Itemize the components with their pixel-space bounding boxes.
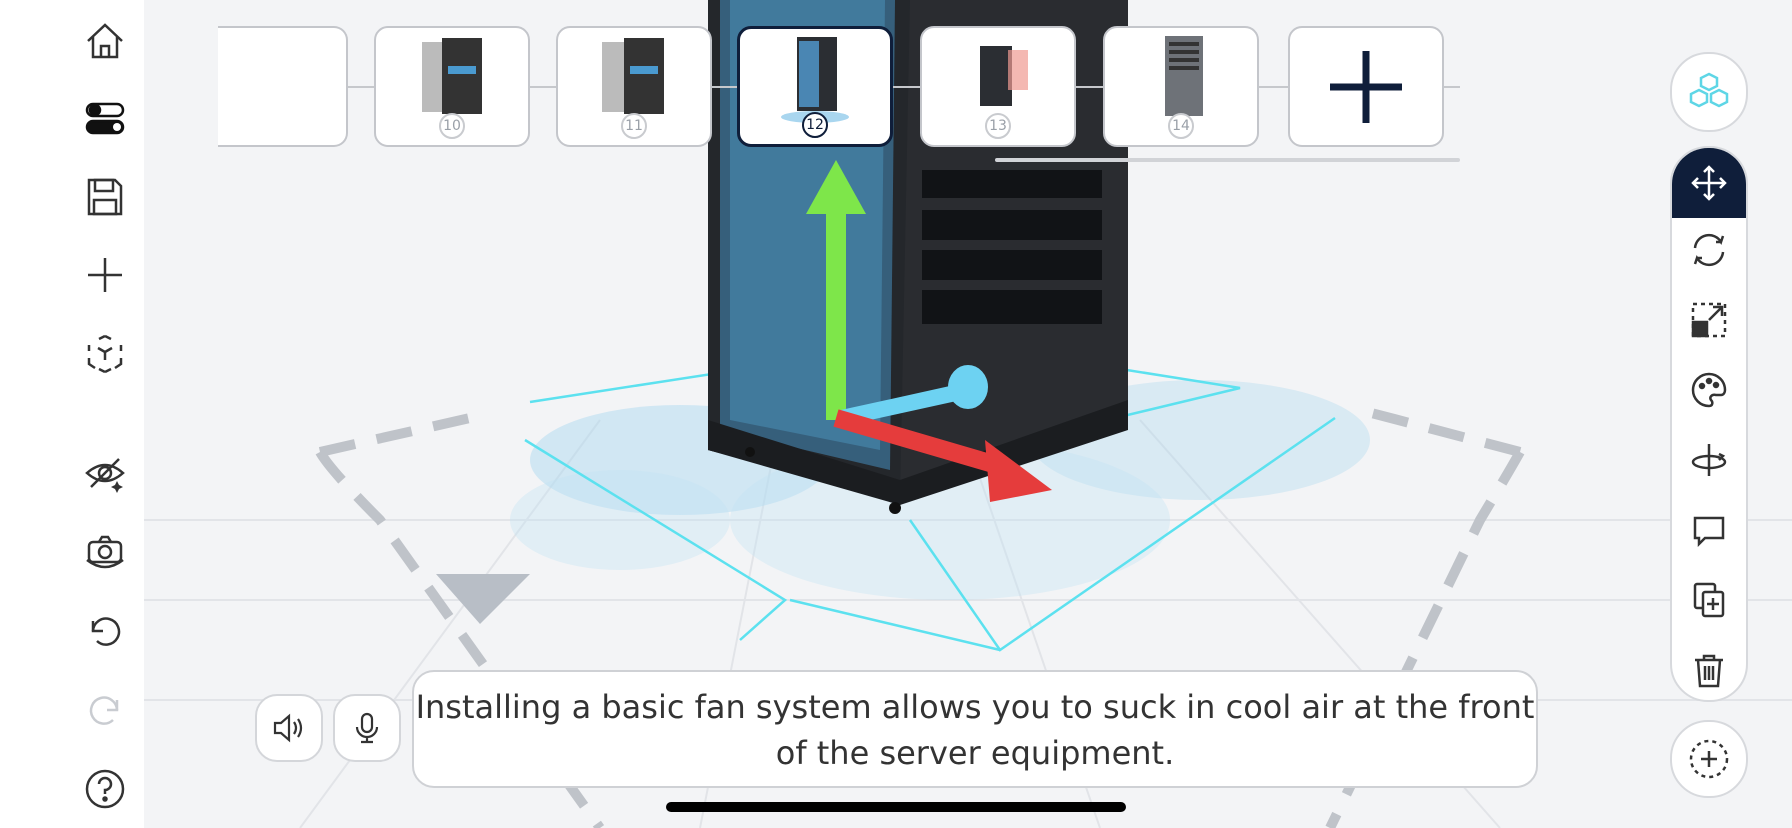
- redo-icon[interactable]: [74, 679, 136, 741]
- palette-icon[interactable]: [1672, 355, 1746, 425]
- y-axis-arrowhead[interactable]: [806, 160, 866, 214]
- camera-rotate-icon[interactable]: [74, 521, 136, 583]
- rack-thumbnail-icon: [1165, 36, 1203, 116]
- microphone-button[interactable]: [333, 694, 401, 762]
- z-axis-handle[interactable]: [840, 384, 962, 426]
- orbit-icon[interactable]: [1672, 425, 1746, 495]
- rack-thumbnail-icon: [422, 38, 482, 114]
- home-icon[interactable]: [74, 10, 136, 72]
- rack-thumbnail-icon: [980, 46, 1028, 106]
- placement-area-outline: [315, 405, 1525, 828]
- home-indicator: [666, 802, 1126, 812]
- thumbnail-partial[interactable]: [218, 26, 348, 147]
- thumbnail-number: 12: [802, 112, 828, 138]
- add-icon[interactable]: [74, 244, 136, 306]
- undo-icon[interactable]: [74, 600, 136, 662]
- rack-thumbnail-icon: [602, 38, 664, 114]
- y-axis-handle[interactable]: [826, 210, 846, 420]
- x-axis-handle[interactable]: [833, 409, 1003, 475]
- plus-icon: [1330, 50, 1402, 123]
- help-icon[interactable]: [74, 758, 136, 820]
- ar-cube-icon[interactable]: [74, 323, 136, 385]
- move-icon[interactable]: [1672, 148, 1746, 218]
- speaker-icon: [273, 713, 303, 743]
- microphone-icon: [355, 712, 379, 744]
- trash-icon[interactable]: [1672, 635, 1746, 705]
- rotate-icon[interactable]: [1672, 215, 1746, 285]
- thumbnail-12-selected[interactable]: 12: [737, 26, 893, 147]
- add-anchor-button[interactable]: [1670, 720, 1748, 798]
- thumbnail-number: 11: [621, 113, 647, 139]
- scale-icon[interactable]: [1672, 285, 1746, 355]
- thumbnail-13[interactable]: 13: [920, 26, 1076, 147]
- duplicate-icon[interactable]: [1672, 565, 1746, 635]
- x-axis-arrowhead[interactable]: [985, 440, 1052, 502]
- thumbnail-11[interactable]: 11: [556, 26, 712, 147]
- add-item-button[interactable]: [1288, 26, 1444, 147]
- z-axis-arrowhead[interactable]: [948, 365, 988, 409]
- thumbnail-number: 14: [1168, 113, 1194, 139]
- strip-scroll-indicator: [995, 158, 1460, 162]
- direction-marker: [436, 574, 530, 624]
- thumbnail-number: 10: [439, 113, 465, 139]
- toggle-icon[interactable]: [74, 87, 136, 149]
- hint-caption: Installing a basic fan system allows you…: [412, 670, 1538, 788]
- save-icon[interactable]: [74, 166, 136, 228]
- speaker-button[interactable]: [255, 694, 323, 762]
- cubes-icon: [1689, 72, 1729, 108]
- left-toolbar: [0, 0, 144, 828]
- thumbnail-strip-line: [340, 86, 1460, 88]
- thumbnail-10[interactable]: 10: [374, 26, 530, 147]
- comment-icon[interactable]: [1672, 495, 1746, 565]
- thumbnail-number: 13: [985, 113, 1011, 139]
- add-anchor-icon: [1689, 739, 1729, 779]
- thumbnail-14[interactable]: 14: [1103, 26, 1259, 147]
- transform-gizmo[interactable]: [806, 160, 1052, 502]
- hide-icon[interactable]: [74, 442, 136, 504]
- rack-thumbnail-icon: [781, 37, 849, 123]
- objects-button[interactable]: [1670, 52, 1748, 132]
